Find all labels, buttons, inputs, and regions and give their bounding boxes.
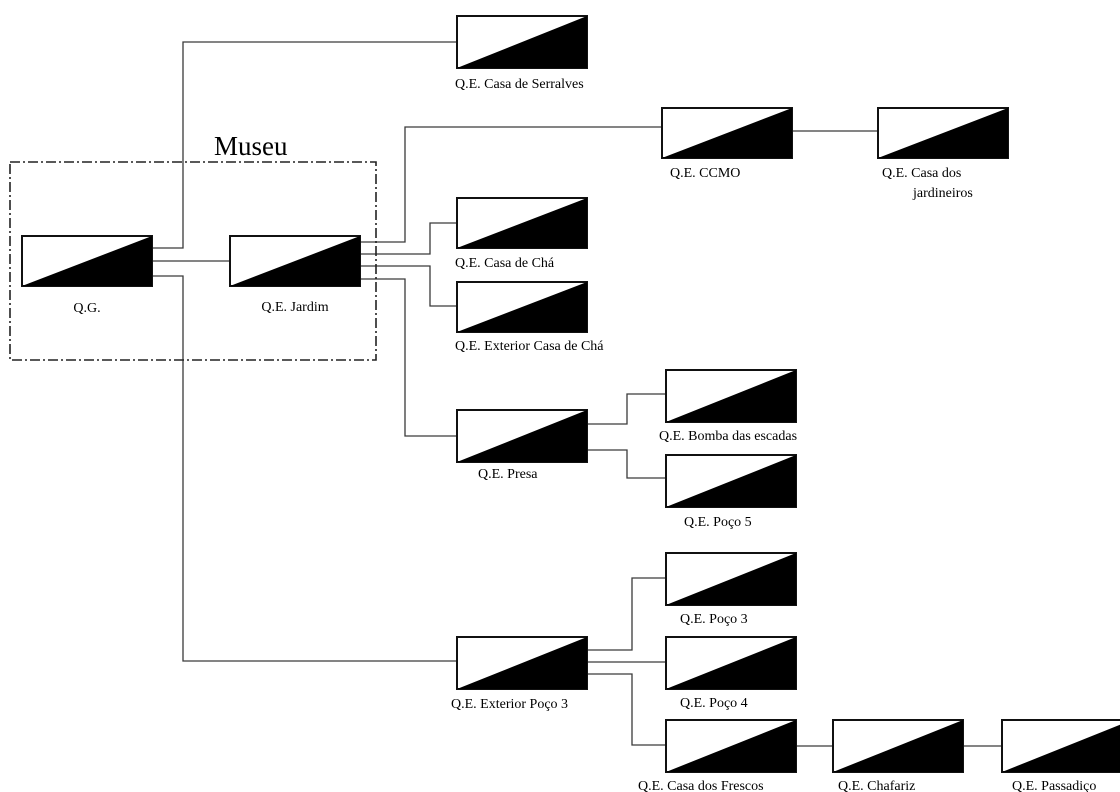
panel-ext-casa-cha[interactable] xyxy=(456,281,588,333)
panel-diagonal-fill xyxy=(666,637,796,689)
panel-jardineiros[interactable] xyxy=(877,107,1009,159)
panel-presa[interactable] xyxy=(456,409,588,463)
panel-label-ext-poco3: Q.E. Exterior Poço 3 xyxy=(451,697,568,712)
panel-ext-poco3[interactable] xyxy=(456,636,588,690)
panel-label-poco3: Q.E. Poço 3 xyxy=(680,612,748,627)
panel-diagonal-fill xyxy=(662,108,792,158)
panel-label-jardineiros-line-2: jardineiros xyxy=(912,186,973,201)
connection-ext-poco3-to-frescos xyxy=(587,673,666,746)
connection-presa-to-bomba xyxy=(587,393,666,425)
panel-diagonal-fill xyxy=(666,720,796,772)
panel-diagonal-fill xyxy=(666,553,796,605)
panel-diagonal-fill xyxy=(457,410,587,462)
connection-ext-poco3-to-poco3 xyxy=(587,577,666,651)
panel-bomba[interactable] xyxy=(665,369,797,423)
connection-presa-to-poco5 xyxy=(587,449,666,479)
panel-labels: Q.G. Q.E. Jardim Q.E. Casa de SerralvesQ.E… xyxy=(73,77,1096,792)
panel-label-ext-casa-cha: Q.E. Exterior Casa de Chá xyxy=(455,339,604,354)
panel-label-serralves: Q.E. Casa de Serralves xyxy=(455,77,584,92)
connection-jardim-to-presa xyxy=(360,278,457,437)
connection-qg-to-ext-poco3 xyxy=(152,275,457,662)
panel-label-jardim: Q.E. Jardim xyxy=(261,300,328,315)
panel-label-poco4: Q.E. Poço 4 xyxy=(680,696,748,711)
panel-diagonal-fill xyxy=(457,16,587,68)
panel-diagonal-fill xyxy=(878,108,1008,158)
panel-label-casa-cha: Q.E. Casa de Chá xyxy=(455,256,555,271)
panel-diagonal-fill xyxy=(1002,724,1120,772)
panel-diagonal-fill xyxy=(666,370,796,422)
panel-casa-cha[interactable] xyxy=(456,197,588,249)
connection-jardim-to-ccmo xyxy=(360,126,662,243)
panel-diagonal-fill xyxy=(666,455,796,507)
panel-label-presa: Q.E. Presa xyxy=(478,467,538,482)
connection-jardim-to-ext-casa-cha xyxy=(360,265,457,307)
panel-label-chafariz: Q.E. Chafariz xyxy=(838,779,915,792)
panel-diagonal-fill xyxy=(22,236,152,286)
panel-boxes xyxy=(21,15,1120,773)
panel-diagonal-fill xyxy=(457,637,587,689)
panel-diagonal-fill xyxy=(457,198,587,248)
panel-ccmo[interactable] xyxy=(661,107,793,159)
panel-poco5[interactable] xyxy=(665,454,797,508)
museu-group-label: Museu xyxy=(214,131,288,161)
panel-diagonal-fill xyxy=(457,282,587,332)
panel-diagonal-fill xyxy=(833,720,963,772)
panel-poco4[interactable] xyxy=(665,636,797,690)
panel-serralves[interactable] xyxy=(456,15,588,69)
panel-frescos[interactable] xyxy=(665,719,797,773)
panel-label-jardineiros-line-1: Q.E. Casa dos xyxy=(882,166,961,181)
museu-group-boundary xyxy=(9,161,377,361)
panel-label-bomba: Q.E. Bomba das escadas xyxy=(659,429,797,444)
panel-passadico[interactable] xyxy=(1001,719,1120,773)
panel-label-poco5: Q.E. Poço 5 xyxy=(684,515,752,530)
panel-label-qg: Q.G. xyxy=(73,301,100,316)
panel-chafariz[interactable] xyxy=(832,719,964,773)
panel-label-ccmo: Q.E. CCMO xyxy=(670,166,740,181)
panel-label-frescos: Q.E. Casa dos Frescos xyxy=(638,779,764,792)
panel-poco3[interactable] xyxy=(665,552,797,606)
panel-diagonal-fill xyxy=(230,236,360,286)
connection-lines xyxy=(152,41,1002,747)
panel-jardim[interactable] xyxy=(229,235,361,287)
panel-label-passadico: Q.E. Passadiço xyxy=(1012,779,1096,792)
panel-qg[interactable] xyxy=(21,235,153,287)
connection-jardim-to-casa-cha xyxy=(360,222,457,255)
connection-qg-to-serralves xyxy=(152,41,457,249)
